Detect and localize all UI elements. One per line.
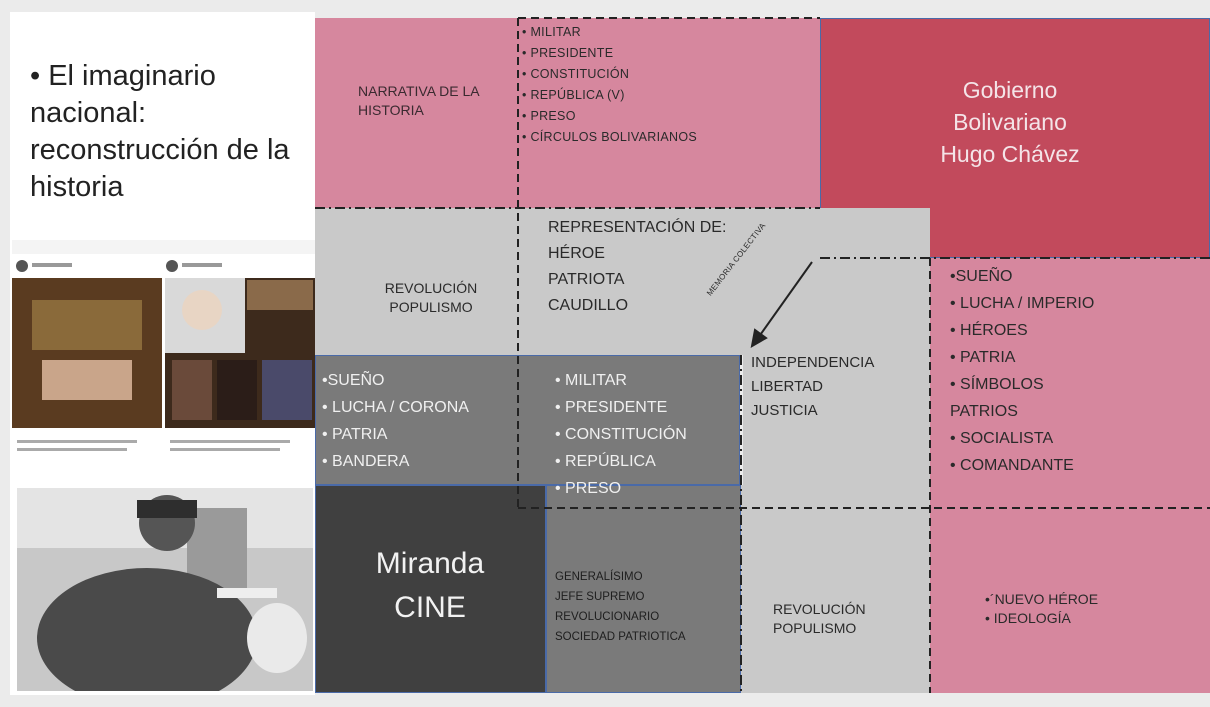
independencia-label: INDEPENDENCIA LIBERTAD JUSTICIA (751, 351, 874, 423)
narrativa-cell (315, 18, 518, 208)
label-line: SOCIEDAD PATRIOTICA (555, 631, 686, 643)
label-line: CAUDILLO (548, 297, 629, 314)
right-list-item: • SOCIALISTA (950, 430, 1054, 447)
center-list-item: MILITAR (555, 367, 687, 394)
top-list-item: PRESIDENTE (522, 43, 697, 64)
top-list: MILITAR PRESIDENTE CONSTITUCIÓN REPÚBLIC… (522, 22, 697, 148)
instagram-collage-image (12, 240, 315, 485)
left-mid-item: •SUEÑO (322, 372, 385, 389)
top-list-item: PRESO (522, 106, 697, 127)
label-line: POPULISMO (389, 299, 473, 315)
right-list-item: • COMANDANTE (950, 457, 1074, 474)
left-mid-item: • BANDERA (322, 453, 410, 470)
left-mid-item: • PATRIA (322, 426, 388, 443)
center-list-item: PRESIDENTE (555, 394, 687, 421)
miranda-cell (315, 485, 546, 693)
label-line: JUSTICIA (751, 402, 818, 419)
gobierno-line: Bolivariano (953, 109, 1067, 135)
left-mid-list: •SUEÑO • LUCHA / CORONA • PATRIA • BANDE… (322, 367, 469, 475)
narrativa-label: NARRATIVA DE LA HISTORIA (358, 83, 479, 118)
under-red-gray (820, 208, 930, 258)
slide-title: • El imaginario nacional: reconstrucción… (30, 60, 290, 203)
miranda-label: Miranda CINE (330, 542, 530, 630)
label-line: INDEPENDENCIA (751, 354, 875, 371)
right-of-center-cell (743, 258, 930, 508)
center-list-item: CONSTITUCIÓN (555, 421, 687, 448)
label-line: CINE (394, 591, 466, 624)
center-list: MILITAR PRESIDENTE CONSTITUCIÓN REPÚBLIC… (555, 367, 687, 502)
label-line: •´NUEVO HÉROE (985, 591, 1099, 607)
center-list-item: PRESO (555, 475, 687, 502)
label-line: PATRIOTA (548, 271, 625, 288)
right-list-item: PATRIOS (950, 403, 1018, 420)
revolucion-1-cell (315, 208, 518, 355)
label-line: • IDEOLOGÍA (985, 610, 1071, 626)
label-line: LIBERTAD (751, 378, 823, 395)
label-line: REVOLUCIÓN (384, 280, 478, 296)
right-list-item: • LUCHA / IMPERIO (950, 295, 1095, 312)
representacion-label: REPRESENTACIÓN DE: HÉROE PATRIOTA CAUDIL… (548, 215, 726, 319)
top-list-item: REPÚBLICA (V) (522, 85, 697, 106)
right-list-item: • HÉROES (950, 322, 1028, 339)
nuevo-heroe-cell (930, 508, 1210, 693)
right-list-cell (930, 258, 1210, 508)
right-list-item: • PATRIA (950, 349, 1016, 366)
label-line: REVOLUCIONARIO (555, 611, 660, 623)
label-line: HÉROE (548, 245, 605, 262)
label-line: JEFE SUPREMO (555, 591, 645, 603)
revolucion-2-label: REVOLUCIÓN POPULISMO (773, 600, 866, 638)
right-list-item: • SÍMBOLOS (950, 376, 1044, 393)
label-line: POPULISMO (773, 620, 857, 636)
top-list-item: MILITAR (522, 22, 697, 43)
label-line: REVOLUCIÓN (773, 601, 866, 617)
right-list-item: •SUEÑO (950, 268, 1013, 285)
nuevo-heroe-label: •´NUEVO HÉROE • IDEOLOGÍA (985, 590, 1098, 628)
label-line: GENERALÍSIMO (555, 571, 643, 583)
label-line: Miranda (375, 547, 485, 580)
top-list-item: CONSTITUCIÓN (522, 64, 697, 85)
revolucion-1-label: REVOLUCIÓN POPULISMO (366, 279, 496, 317)
gobierno-line: Gobierno (962, 77, 1058, 103)
gap-gray (741, 485, 930, 508)
generalisimo-cell (546, 485, 741, 693)
top-list-item: CÍRCULOS BOLIVARIANOS (522, 127, 697, 148)
generalisimo-label: GENERALÍSIMO JEFE SUPREMO REVOLUCIONARIO… (555, 567, 686, 647)
center-list-item: REPÚBLICA (555, 448, 687, 475)
soldier-photo (17, 488, 313, 691)
revolucion-2-cell (741, 508, 930, 693)
left-mid-item: • LUCHA / CORONA (322, 399, 469, 416)
right-list: •SUEÑO • LUCHA / IMPERIO • HÉROES • PATR… (950, 263, 1094, 479)
gobierno-text: Gobierno Bolivariano Hugo Chávez (860, 74, 1160, 170)
label-line: REPRESENTACIÓN DE: (548, 219, 727, 236)
gobierno-line: Hugo Chávez (940, 141, 1080, 167)
